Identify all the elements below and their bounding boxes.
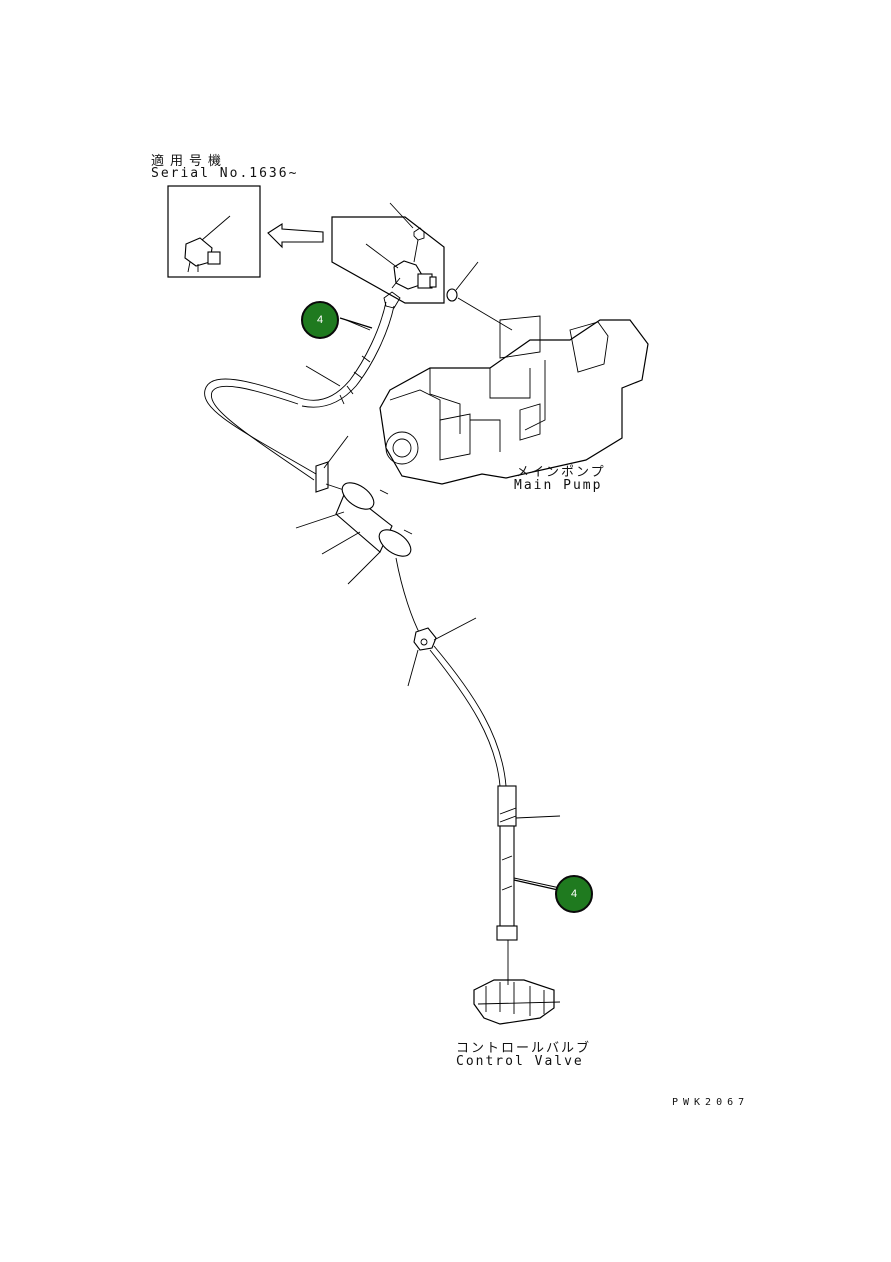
canister [295, 482, 413, 585]
item-callout-4[interactable]: 4 [301, 301, 339, 339]
drawing-code: PWK2067 [672, 1097, 750, 1108]
lower-wire [429, 645, 507, 787]
callout-leader [339, 317, 373, 329]
lower-hose [496, 785, 561, 985]
o-ring [446, 261, 513, 331]
clamp [407, 617, 477, 687]
loop-wire [204, 378, 317, 481]
callout-leader [513, 879, 559, 891]
main-pump-label-jp: メインポンプ [516, 465, 606, 480]
inset-box [167, 185, 261, 278]
mid-wire [395, 557, 423, 639]
inset-label-jp: 適用号機 [151, 154, 228, 169]
upper-hose [299, 291, 401, 408]
arrow-to-inset [267, 222, 324, 249]
inset-sensor [184, 215, 231, 273]
detail-box [331, 202, 445, 304]
main-pump-label-en: Main Pump [514, 478, 603, 493]
bracket [315, 435, 349, 493]
inset-label-en: Serial No.1636~ [151, 166, 299, 181]
detail-sensor [365, 202, 437, 290]
control-valve-label-en: Control Valve [456, 1054, 584, 1069]
item-callout-4[interactable]: 4 [555, 875, 593, 913]
control-valve-label-jp: コントロールバルブ [456, 1041, 592, 1056]
main-pump [379, 315, 649, 485]
control-valve [473, 979, 561, 1025]
